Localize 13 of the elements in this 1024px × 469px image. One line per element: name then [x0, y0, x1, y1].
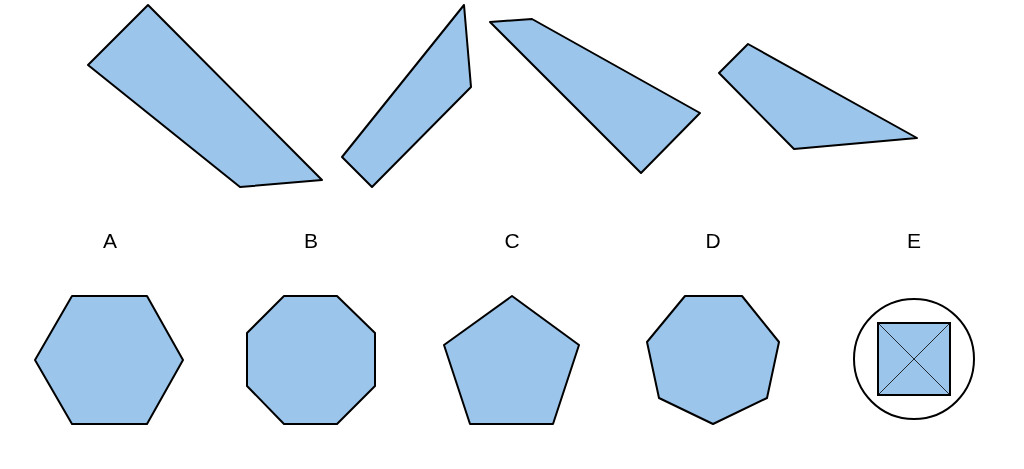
- quadrilateral-shape: [718, 43, 918, 150]
- pentagon-shape: [443, 295, 580, 425]
- option-letter: E: [906, 229, 922, 253]
- option-letter: D: [704, 229, 722, 253]
- quadrilateral-shape: [341, 4, 472, 188]
- option-letter: A: [102, 229, 118, 253]
- quadrilateral-shape: [87, 4, 323, 188]
- option-letter: C: [503, 229, 521, 253]
- option-letter: B: [303, 229, 319, 253]
- quadrilateral-shape: [489, 18, 701, 174]
- octagon-shape: [246, 295, 376, 425]
- heptagon-shape: [646, 295, 780, 425]
- hexagon-shape: [34, 295, 184, 425]
